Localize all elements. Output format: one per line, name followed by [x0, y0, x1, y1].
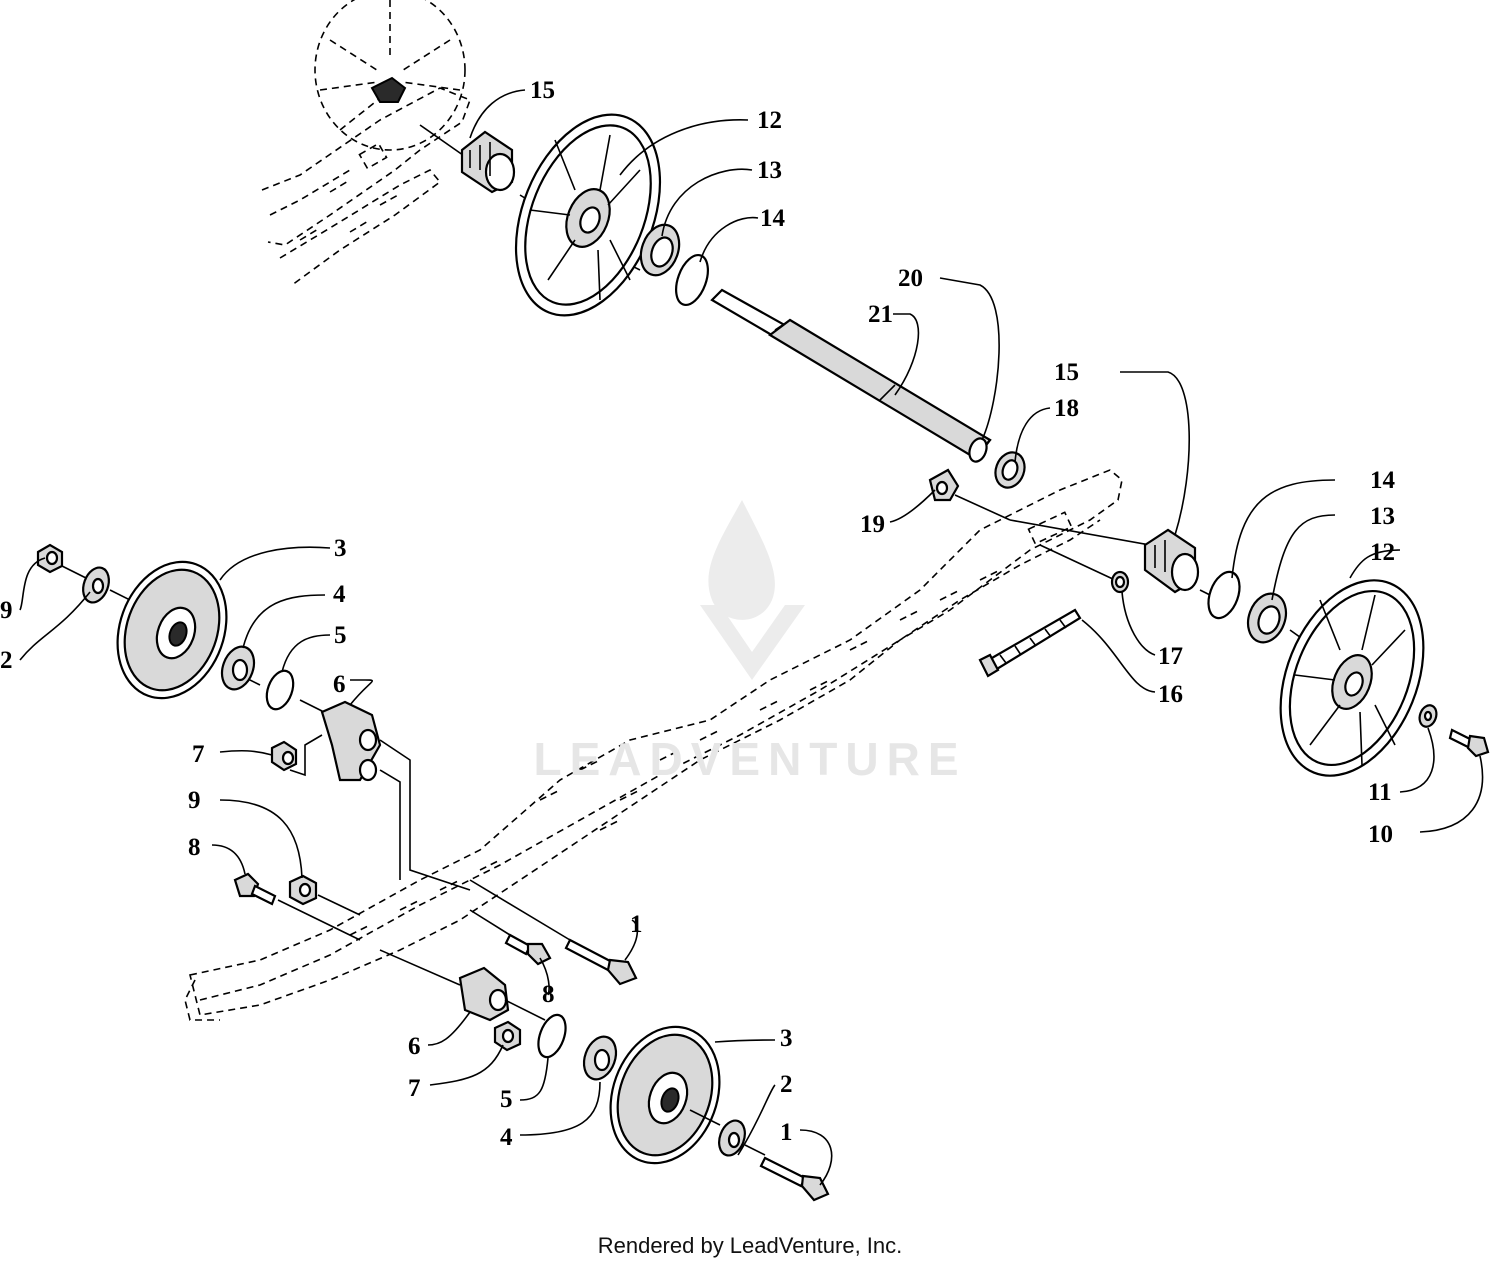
part-4-bearing-lower [582, 1035, 618, 1081]
callout-2-left: 2 [0, 647, 13, 674]
callout-2-lower: 2 [780, 1071, 793, 1098]
part-5-circlip-lower [537, 1013, 567, 1059]
callout-9-lower: 9 [188, 787, 201, 814]
callout-8-right: 8 [542, 981, 555, 1008]
callout-19: 19 [860, 511, 885, 538]
leader-lines [19, 89, 1484, 1186]
callout-15-lower: 15 [1054, 359, 1079, 386]
callout-21: 21 [868, 301, 893, 328]
part-6-axle-mount-upper [289, 700, 471, 891]
part-7-nut-lower [493, 1020, 522, 1052]
part-1-bolt-upper [469, 879, 638, 986]
callout-4-lower: 4 [500, 1124, 513, 1151]
callout-8-left: 8 [188, 834, 201, 861]
part-11-washer [1418, 704, 1438, 728]
callout-6-lower: 6 [408, 1033, 421, 1060]
callout-4-upper: 4 [333, 581, 346, 608]
callout-12-lower: 12 [1370, 539, 1395, 566]
callout-10: 10 [1368, 821, 1393, 848]
part-18-washer [994, 451, 1026, 489]
part-2-washer-lower [718, 1119, 766, 1157]
part-8-bolt-left [233, 872, 461, 986]
part-3-idler-wheel-upper [116, 560, 228, 700]
part-19-slide-block [928, 468, 1011, 521]
callout-14-lower: 14 [1370, 467, 1396, 494]
part-13-bearing-lower [1246, 592, 1288, 644]
part-9-nut-upper [36, 543, 64, 574]
upper-rail-dashed [261, 0, 472, 286]
part-14-circlip-upper [675, 254, 709, 306]
part-1-bolt-lower [759, 1156, 830, 1202]
callout-14-upper: 14 [760, 205, 786, 232]
callout-12-upper: 12 [757, 107, 782, 134]
part-6-axle-mount-lower [458, 966, 546, 1022]
callout-17: 17 [1158, 643, 1183, 670]
callout-13-lower: 13 [1370, 503, 1395, 530]
part-8-bolt-right [469, 909, 552, 966]
callout-5-lower: 5 [500, 1086, 513, 1113]
callout-5-upper: 5 [334, 622, 347, 649]
callout-1-lower: 1 [780, 1119, 793, 1146]
part-15-hub-upper [460, 130, 516, 194]
front-assembly-axis [59, 564, 331, 716]
part-12-wheel-lower [1279, 579, 1425, 777]
callout-7-upper: 7 [192, 741, 205, 768]
watermark-logo [700, 500, 805, 680]
part-5-circlip-upper [265, 669, 295, 711]
callout-13-upper: 13 [757, 157, 782, 184]
callout-9-upper: 9 [0, 597, 13, 624]
callout-3-upper: 3 [334, 535, 347, 562]
footer-credit: Rendered by LeadVenture, Inc. [597, 1233, 903, 1258]
watermark-text: LEADVENTURE [533, 733, 967, 785]
callout-15-upper: 15 [530, 77, 555, 104]
part-4-bearing-upper [220, 645, 256, 691]
callout-1-upper: 1 [630, 911, 643, 938]
part-16-long-bolt [978, 608, 1082, 678]
callout-18: 18 [1054, 395, 1079, 422]
part-12-wheel-upper [514, 113, 662, 317]
part-15-hub-lower [1143, 528, 1200, 594]
part-3-idler-wheel-lower [609, 1025, 721, 1165]
part-14-circlip-lower [1207, 570, 1241, 620]
part-17-nut [1110, 570, 1130, 594]
callout-3-lower: 3 [780, 1025, 793, 1052]
callout-20: 20 [898, 265, 923, 292]
part-13-bearing-upper [639, 223, 681, 277]
callout-6-upper: 6 [333, 671, 346, 698]
callout-16: 16 [1158, 681, 1183, 708]
callout-7-lower: 7 [408, 1075, 421, 1102]
part-7-nut-upper [270, 740, 298, 772]
callout-11: 11 [1368, 779, 1392, 806]
part-9-nut-lower [288, 874, 361, 916]
callout-labels: 1 1 2 2 3 3 4 4 5 5 6 6 7 7 8 8 9 9 10 1… [0, 77, 1396, 1151]
part-21-axle-shaft [710, 288, 992, 460]
right-assembly-axis [1009, 519, 1361, 681]
part-10-bolt [1448, 728, 1490, 758]
